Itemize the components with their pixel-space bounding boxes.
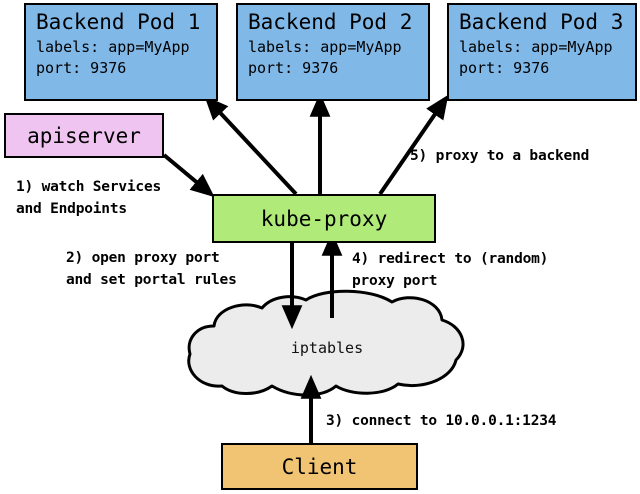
arrow-apiserver-to-kubeproxy [162, 153, 215, 198]
backend-pod-3-box[interactable]: Backend Pod 3 labels: app=MyApp port: 93… [447, 3, 637, 101]
iptables-label: iptables [290, 339, 364, 357]
step-2-label: 2) open proxy port and set portal rules [66, 250, 237, 288]
backend-pod-1-box[interactable]: Backend Pod 1 labels: app=MyApp port: 93… [24, 3, 218, 101]
backend-pod-1-labels: labels: app=MyApp [36, 38, 190, 56]
apiserver-label: apiserver [27, 123, 141, 148]
backend-pod-2-title: Backend Pod 2 [248, 10, 413, 34]
client-label: Client [281, 454, 358, 479]
backend-pod-1-title: Backend Pod 1 [36, 10, 201, 34]
backend-pod-1-port: port: 9376 [36, 59, 127, 77]
backend-pod-3-port: port: 9376 [459, 59, 550, 77]
backend-pod-3-title: Backend Pod 3 [459, 10, 624, 34]
step-5-label: 5) proxy to a backend [410, 148, 590, 164]
backend-pod-2-labels: labels: app=MyApp [248, 38, 402, 56]
apiserver-box[interactable]: apiserver [4, 113, 164, 158]
iptables-cloud-shape [187, 289, 465, 397]
client-box[interactable]: Client [221, 443, 418, 490]
backend-pod-3-labels: labels: app=MyApp [459, 38, 613, 56]
backend-pod-2-box[interactable]: Backend Pod 2 labels: app=MyApp port: 93… [236, 3, 430, 101]
step-4-label: 4) redirect to (random) proxy port [352, 251, 549, 289]
arrow-kubeproxy-to-pod1 [204, 95, 298, 196]
kube-proxy-label: kube-proxy [260, 206, 388, 231]
arrow-kubeproxy-to-pod3 [378, 94, 449, 196]
step-3-label: 3) connect to 10.0.0.1:1234 [326, 413, 557, 429]
kube-proxy-box[interactable]: kube-proxy [212, 194, 436, 243]
backend-pod-2-port: port: 9376 [248, 59, 339, 77]
step-1-label: 1) watch Services and Endpoints [16, 179, 162, 217]
